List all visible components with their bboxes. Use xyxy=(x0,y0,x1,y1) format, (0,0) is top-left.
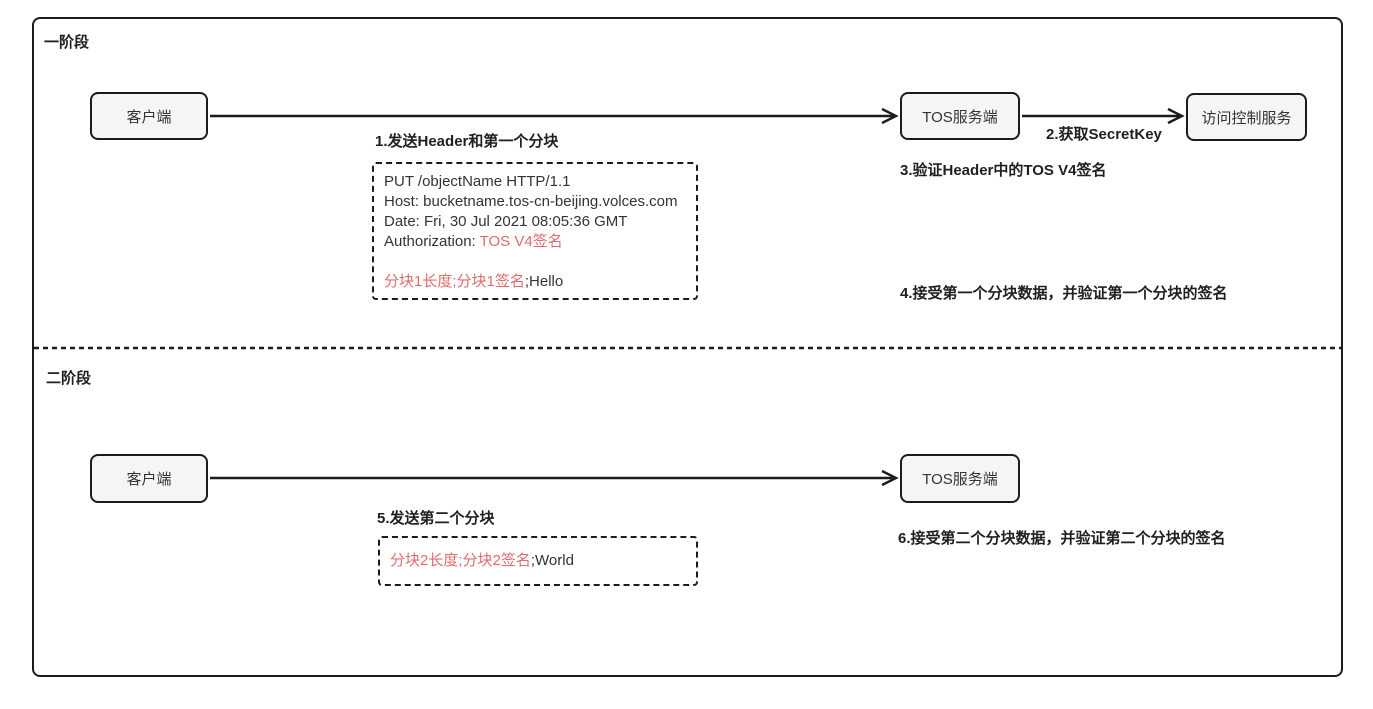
node-access-control-service-label: 访问控制服务 xyxy=(1201,109,1292,127)
request-line-host: Host: bucketname.tos-cn-beijing.volces.c… xyxy=(384,193,678,210)
node-client-phase2: 客户端 xyxy=(90,454,208,503)
node-client-phase1-label: 客户端 xyxy=(126,108,172,126)
step6-label: 6.接受第二个分块数据，并验证第二个分块的签名 xyxy=(898,530,1226,547)
phase1-label: 一阶段 xyxy=(44,34,90,51)
request-line-authorization: Authorization: TOS V4签名 xyxy=(384,232,686,252)
chunk1-meta: 分块1长度;分块1签名 xyxy=(384,273,525,290)
chunk2-box: 分块2长度;分块2签名;World xyxy=(378,536,698,586)
authorization-signature: TOS V4签名 xyxy=(479,233,563,250)
node-access-control-service: 访问控制服务 xyxy=(1186,93,1307,141)
request-line-method: PUT /objectName HTTP/1.1 xyxy=(384,173,571,190)
node-tos-server-phase2-label: TOS服务端 xyxy=(922,471,998,488)
node-client-phase2-label: 客户端 xyxy=(126,471,172,488)
request-line-date: Date: Fri, 30 Jul 2021 08:05:36 GMT xyxy=(384,213,628,230)
outer-frame xyxy=(32,17,1343,677)
chunk2-meta: 分块2长度;分块2签名 xyxy=(390,552,531,569)
node-tos-server-phase1-label: TOS服务端 xyxy=(922,108,998,126)
chunk1-line: 分块1长度;分块1签名;Hello xyxy=(384,272,686,292)
node-client-phase1: 客户端 xyxy=(90,92,208,140)
step1-title: 1.发送Header和第一个分块 xyxy=(375,133,559,150)
request-blank-line xyxy=(384,252,686,272)
node-tos-server-phase2: TOS服务端 xyxy=(900,454,1020,503)
step2-label: 2.获取SecretKey xyxy=(1046,126,1162,143)
node-tos-server-phase1: TOS服务端 xyxy=(900,92,1020,140)
chunk2-payload: ;World xyxy=(530,552,574,569)
phase2-label: 二阶段 xyxy=(46,370,92,387)
authorization-prefix: Authorization: xyxy=(384,233,480,250)
chunk1-payload: ;Hello xyxy=(524,273,564,290)
step3-label: 3.验证Header中的TOS V4签名 xyxy=(900,162,1107,179)
chunk2-line: 分块2长度;分块2签名;World xyxy=(390,551,574,571)
http-request-box: PUT /objectName HTTP/1.1 Host: bucketnam… xyxy=(372,162,698,300)
step4-label: 4.接受第一个分块数据，并验证第一个分块的签名 xyxy=(900,285,1228,302)
step5-title: 5.发送第二个分块 xyxy=(377,510,495,527)
